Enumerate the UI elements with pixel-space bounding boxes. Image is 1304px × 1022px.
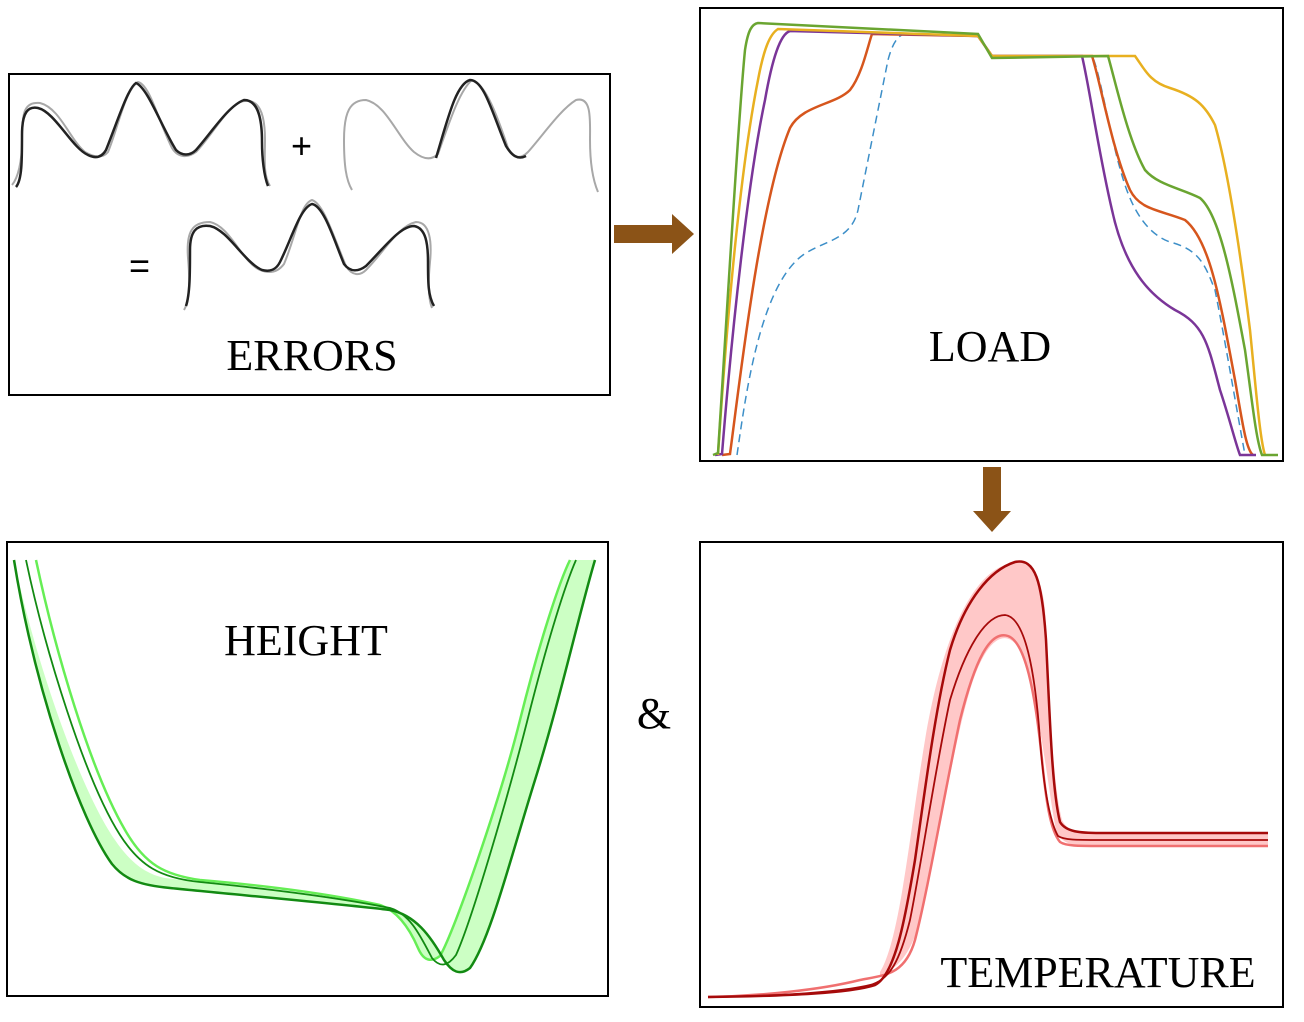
temperature-curve-nominal bbox=[707, 614, 1268, 998]
arrow-down-icon bbox=[973, 467, 1011, 532]
temperature-curve-lower-bound bbox=[707, 634, 1268, 999]
temperature-curve-upper-bound bbox=[707, 560, 1268, 999]
load-curve-orange bbox=[721, 32, 1254, 457]
load-panel: LOAD bbox=[699, 7, 1284, 462]
height-label: HEIGHT bbox=[224, 616, 388, 665]
load-curve-yellow bbox=[716, 27, 1267, 456]
gear-profile-actual-2 bbox=[434, 78, 527, 159]
arrow-right-icon bbox=[614, 214, 694, 254]
load-label: LOAD bbox=[929, 322, 1051, 371]
errors-label: ERRORS bbox=[226, 331, 397, 380]
errors-panel: + = ERRORS bbox=[8, 73, 611, 396]
ampersand-symbol: & bbox=[637, 689, 671, 738]
temperature-panel: TEMPERATURE bbox=[699, 541, 1284, 1008]
load-panel-frame bbox=[699, 7, 1284, 462]
height-curve-upper-bound bbox=[12, 559, 597, 974]
errors-panel-frame bbox=[8, 73, 611, 396]
load-curve-purple bbox=[714, 29, 1256, 457]
plus-sign: + bbox=[291, 125, 312, 166]
height-panel: HEIGHT bbox=[6, 541, 609, 997]
gear-profile-reference-sum bbox=[183, 198, 433, 311]
equals-sign: = bbox=[129, 245, 150, 286]
load-curve-green bbox=[712, 21, 1278, 457]
gear-profile-actual-sum bbox=[184, 202, 436, 307]
gear-profile-actual-1 bbox=[14, 81, 270, 188]
temperature-label: TEMPERATURE bbox=[940, 948, 1255, 997]
